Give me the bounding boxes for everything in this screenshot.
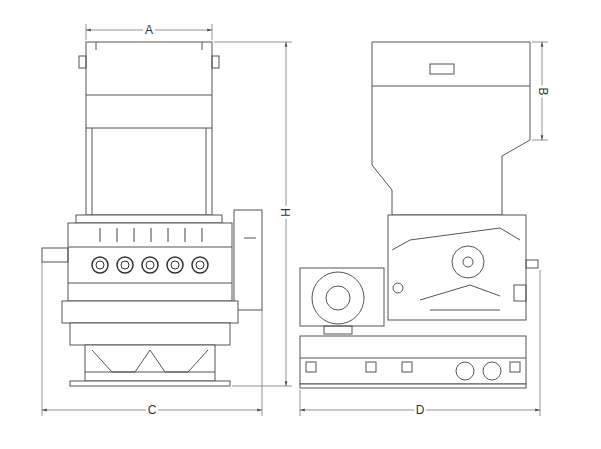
front-view-part-part <box>117 228 118 242</box>
side-view-part <box>510 362 520 372</box>
dimension-label: C <box>146 404 159 417</box>
front-view-part <box>244 238 256 239</box>
front-view-part-part <box>196 261 204 269</box>
side-view-part <box>392 228 520 250</box>
front-view-part-part <box>134 228 135 242</box>
dimension-lines-part <box>532 140 548 141</box>
front-view-part <box>70 381 230 386</box>
dimension-lines-part <box>532 42 548 43</box>
dimension-lines-part <box>86 24 87 40</box>
side-view-part <box>526 260 538 268</box>
side-view-part <box>483 362 501 380</box>
front-view-part <box>202 42 203 50</box>
dimension-lines-part <box>214 42 292 43</box>
side-view-part <box>402 362 412 372</box>
side-view-part <box>514 285 526 301</box>
side-view-part <box>300 268 384 326</box>
front-view-part-part <box>142 257 158 273</box>
front-view-part <box>76 215 222 223</box>
front-view-part <box>100 228 202 242</box>
front-view-part <box>212 56 219 68</box>
front-view-part <box>92 128 93 215</box>
front-view-part <box>85 372 215 373</box>
front-view-part-part <box>202 228 203 242</box>
side-view-part <box>388 215 526 320</box>
dimension-lines-part <box>262 310 263 416</box>
front-view-part <box>234 210 262 310</box>
front-view-part <box>79 56 86 68</box>
side-view-part <box>463 257 473 267</box>
side-view-part <box>372 42 530 215</box>
front-view <box>42 42 262 386</box>
front-view-part-part <box>151 228 152 242</box>
front-view-part <box>86 95 212 96</box>
front-view-part-part <box>92 257 108 273</box>
front-view-part-part <box>100 228 101 242</box>
front-view-part <box>85 345 215 381</box>
front-view-part-part <box>167 257 183 273</box>
front-view-part <box>92 350 208 372</box>
side-view-part <box>420 285 500 300</box>
side-view-part <box>430 310 500 311</box>
front-view-part <box>86 128 212 129</box>
front-view-part <box>68 223 232 301</box>
side-view-part <box>326 286 350 310</box>
dimension-lines-part <box>42 262 43 416</box>
side-view <box>300 42 538 388</box>
front-view-part <box>96 42 97 50</box>
side-view-part <box>306 362 316 372</box>
dimension-lines-part <box>300 390 301 416</box>
side-view-part <box>456 362 474 380</box>
front-view-part <box>68 247 232 248</box>
front-view-part <box>42 248 68 262</box>
side-view-part <box>372 86 530 87</box>
dimension-lines-part <box>540 270 541 416</box>
front-view-part-part <box>117 257 133 273</box>
front-view-part <box>70 323 230 345</box>
front-view-part <box>86 42 212 215</box>
front-view-part <box>92 257 208 273</box>
side-view-part <box>366 362 376 372</box>
side-view-part <box>430 64 454 74</box>
side-view-part <box>300 384 526 388</box>
front-view-part-part <box>168 228 169 242</box>
front-view-part <box>62 301 238 323</box>
side-view-part <box>393 283 403 293</box>
dimension-label: D <box>414 404 427 417</box>
dimension-label: B <box>535 85 548 97</box>
front-view-part-part <box>96 261 104 269</box>
dimension-label: A <box>143 24 155 37</box>
front-view-part <box>96 261 204 269</box>
side-view-part <box>324 326 352 334</box>
dimension-lines-part <box>212 24 213 40</box>
side-view-part <box>300 336 526 384</box>
dimension-label: H <box>279 206 292 219</box>
side-view-part <box>452 246 484 278</box>
front-view-part-part <box>146 261 154 269</box>
side-view-part <box>312 272 364 324</box>
front-view-part-part <box>185 228 186 242</box>
side-view-part <box>300 358 526 359</box>
dimension-lines <box>42 24 548 416</box>
front-view-part <box>206 128 207 215</box>
front-view-part <box>68 283 232 284</box>
front-view-part-part <box>171 261 179 269</box>
front-view-part-part <box>192 257 208 273</box>
front-view-part-part <box>121 261 129 269</box>
